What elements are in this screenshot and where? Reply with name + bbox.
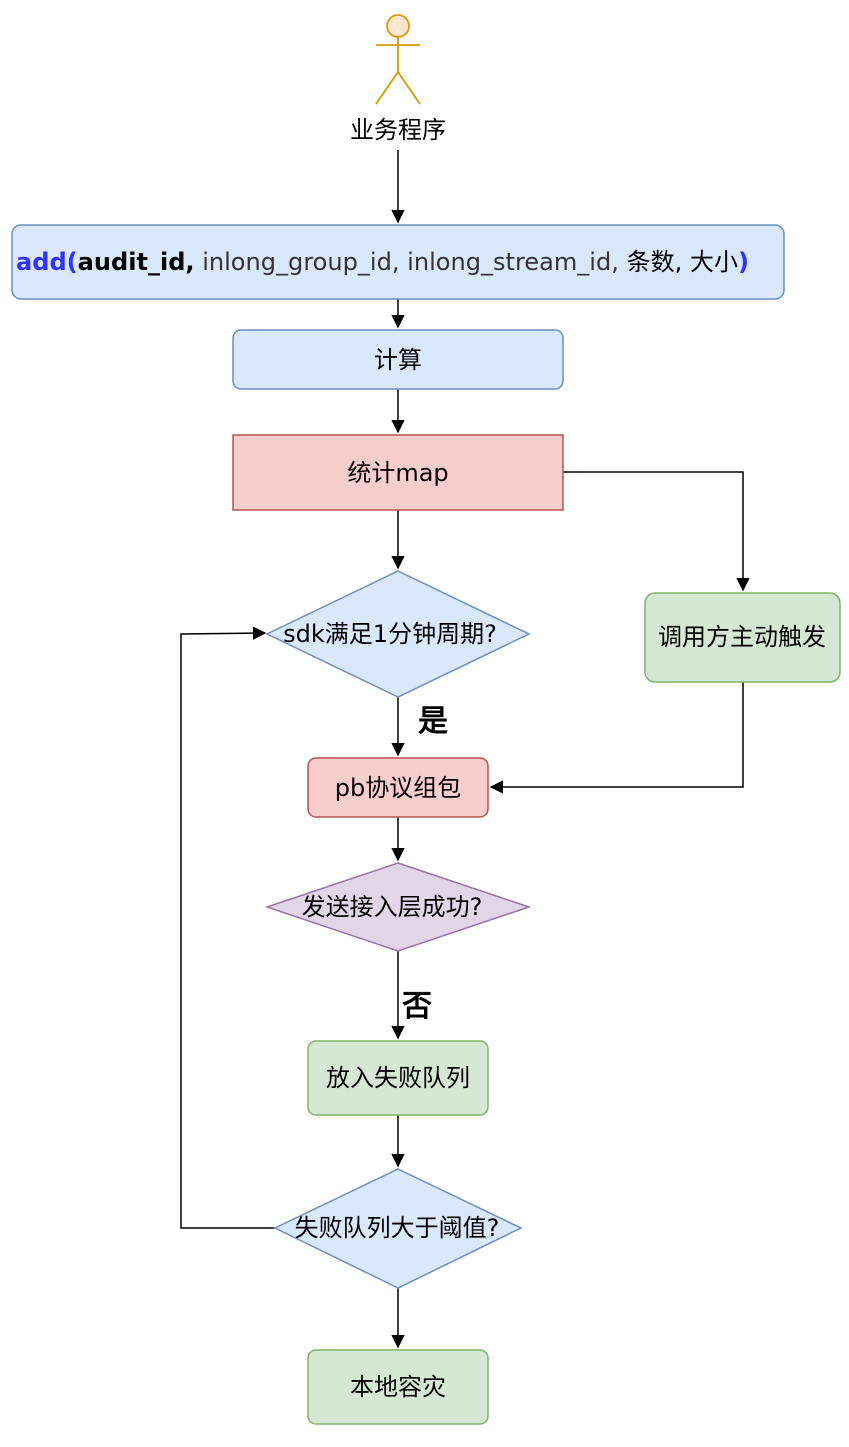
actor-label: 业务程序 [350, 116, 446, 144]
fail-queue-label: 放入失败队列 [326, 1064, 470, 1092]
add-call-prefix: add( [16, 248, 78, 276]
decision-queue-threshold[interactable]: 失败队列大于阈值? [273, 1168, 523, 1289]
stat-map-label: 统计map [347, 459, 448, 487]
node-compute[interactable]: 计算 [232, 329, 564, 390]
node-local-disaster-recovery[interactable]: 本地容灾 [307, 1349, 489, 1425]
node-caller-trigger[interactable]: 调用方主动触发 [644, 592, 841, 683]
node-fail-queue[interactable]: 放入失败队列 [307, 1040, 489, 1116]
compute-label: 计算 [374, 346, 422, 374]
actor-business-program: 业务程序 [350, 14, 446, 144]
add-call-ids: inlong_group_id, inlong_stream_id, [195, 248, 619, 276]
edge-check-loop-to-period [180, 626, 276, 1229]
add-call-label: add(audit_id, inlong_group_id, inlong_st… [16, 248, 749, 276]
connectors [180, 150, 750, 1349]
add-call-audit-id: audit_id, [78, 248, 195, 276]
node-add-call[interactable]: add(audit_id, inlong_group_id, inlong_st… [11, 224, 785, 300]
add-call-count-size: 条数, 大小 [619, 248, 738, 276]
queue-threshold-label: 失败队列大于阈值? [295, 1214, 500, 1242]
stick-figure-icon [375, 14, 421, 105]
decision-send-check[interactable]: 发送接入层成功? [264, 862, 532, 952]
node-pb-pack[interactable]: pb协议组包 [307, 757, 489, 818]
disaster-label: 本地容灾 [350, 1373, 446, 1401]
node-stat-map[interactable]: 统计map [232, 434, 564, 511]
edge-map-to-trigger [563, 471, 750, 592]
add-call-suffix: ) [738, 248, 749, 276]
period-check-label: sdk满足1分钟周期? [283, 620, 497, 648]
send-check-label: 发送接入层成功? [302, 893, 483, 921]
edge-label-no: 否 [402, 989, 432, 1024]
caller-trigger-label: 调用方主动触发 [658, 623, 826, 651]
decision-period-check[interactable]: sdk满足1分钟周期? [265, 570, 531, 698]
edge-trigger-to-pb [489, 682, 744, 794]
edge-label-yes: 是 [418, 704, 448, 739]
pb-pack-label: pb协议组包 [335, 774, 461, 802]
